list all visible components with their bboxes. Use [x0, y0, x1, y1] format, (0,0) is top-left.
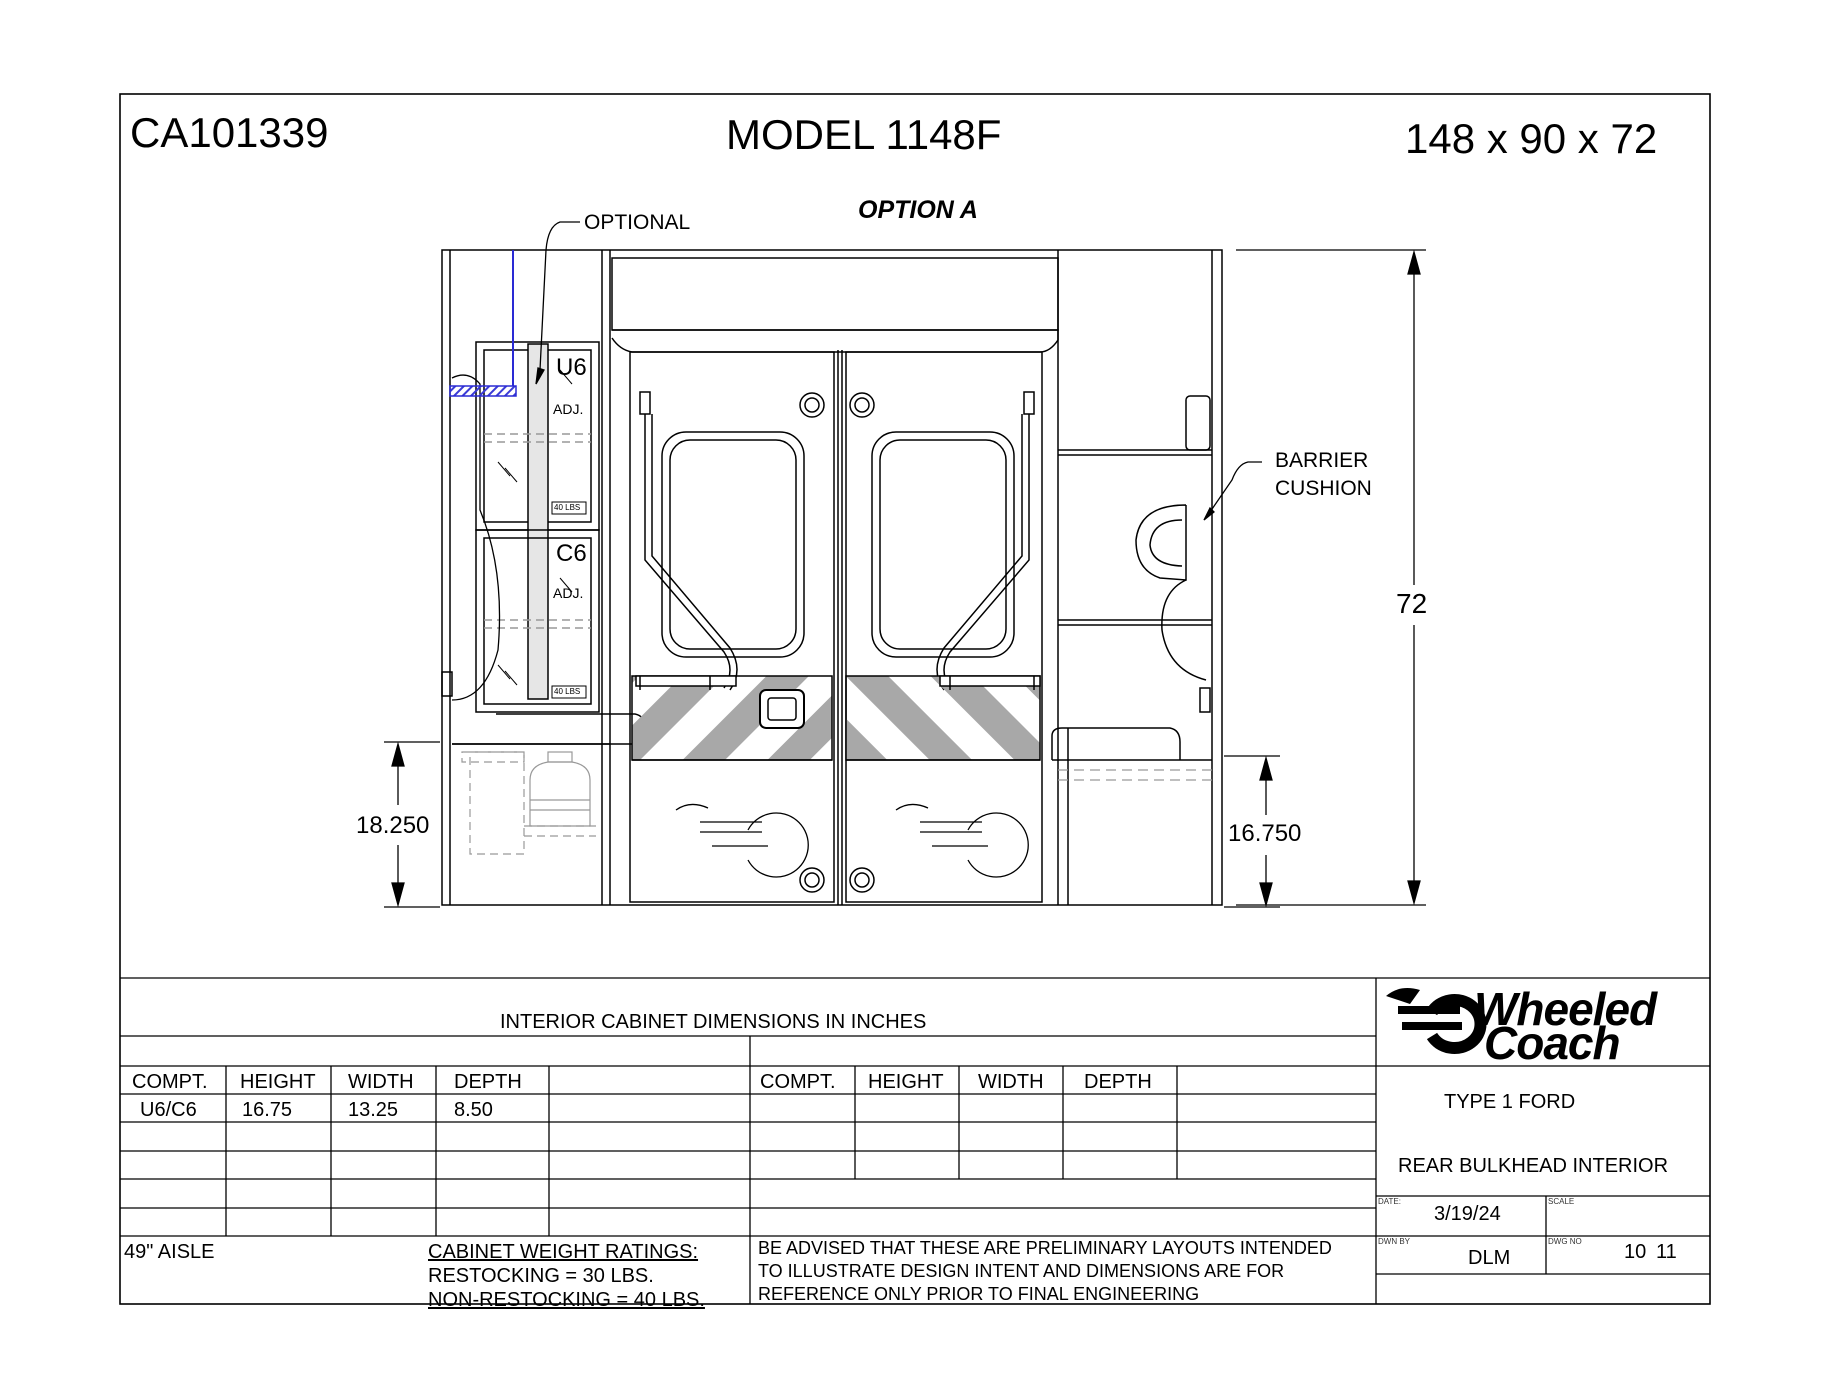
brand-line-2: Coach — [1484, 1017, 1621, 1069]
cabinet-label-u6: U6 — [556, 354, 587, 381]
date-label: DATE: — [1378, 1197, 1401, 1206]
cushion-callout: CUSHION — [1275, 477, 1372, 500]
wheeled-coach-logo-mark — [675, 803, 809, 878]
model-title: MODEL 1148F — [726, 111, 1002, 158]
lower-cabinet-c6 — [475, 529, 600, 713]
dimension-72: 72 — [1396, 588, 1428, 619]
row1-width: 13.25 — [348, 1099, 399, 1121]
left-header-width: WIDTH — [348, 1071, 414, 1093]
drawing-id: CA101339 — [130, 109, 329, 156]
wheeled-coach-logo-mark-right — [895, 803, 1029, 878]
overall-dimensions: 148 x 90 x 72 — [1405, 115, 1658, 162]
aisle-note: 49" AISLE — [124, 1241, 215, 1263]
date-value: 3/19/24 — [1434, 1203, 1501, 1225]
sheet-border — [119, 93, 1711, 1305]
optional-callout: OPTIONAL — [584, 211, 691, 234]
barrier-callout: BARRIER — [1275, 449, 1369, 472]
left-header-depth: DEPTH — [454, 1071, 522, 1093]
right-header-depth: DEPTH — [1084, 1071, 1152, 1093]
left-header-compt: COMPT. — [132, 1071, 208, 1093]
drawn-by-value: DLM — [1468, 1247, 1511, 1269]
table-grid — [120, 977, 1710, 1304]
adj-label-upper: ADJ. — [553, 401, 584, 417]
table-title: INTERIOR CABINET DIMENSIONS IN INCHES — [500, 1011, 927, 1033]
left-rear-door — [629, 351, 835, 903]
weight-ratings-title: CABINET WEIGHT RATINGS: — [428, 1241, 699, 1263]
drawn-by-label: DWN BY — [1378, 1237, 1410, 1246]
adj-label-lower: ADJ. — [553, 585, 584, 601]
advisory-line-2: TO ILLUSTRATE DESIGN INTENT AND DIMENSIO… — [758, 1261, 1285, 1281]
brand-line-1: Wheeled — [1474, 983, 1657, 1035]
cabinet-label-c6: C6 — [556, 540, 587, 567]
optional-grab-rail — [449, 250, 517, 397]
weight-tag-lower: 40 LBS — [554, 687, 581, 696]
vehicle-type: TYPE 1 FORD — [1444, 1091, 1576, 1113]
scale-label: SCALE — [1548, 1197, 1575, 1206]
weight-tag-upper: 40 LBS — [554, 503, 581, 512]
right-header-height: HEIGHT — [868, 1071, 944, 1093]
wheeled-coach-logo — [1386, 988, 1487, 1054]
leader-lines — [535, 221, 1262, 521]
right-rear-door — [845, 351, 1043, 903]
weight-restocking: RESTOCKING = 30 LBS. — [428, 1265, 654, 1287]
dimension-lines — [384, 249, 1426, 908]
sheet-of-total: 11 — [1656, 1241, 1677, 1263]
dimension-16-750: 16.750 — [1228, 820, 1302, 847]
weight-nonrestocking: NON-RESTOCKING = 40 LBS. — [428, 1289, 705, 1311]
right-header-width: WIDTH — [978, 1071, 1044, 1093]
right-header-compt: COMPT. — [760, 1071, 836, 1093]
advisory-line-1: BE ADVISED THAT THESE ARE PRELIMINARY LA… — [758, 1238, 1332, 1258]
barrier-cushion — [1135, 395, 1211, 681]
sheet-number: 10 — [1624, 1241, 1647, 1263]
option-label: OPTION A — [858, 196, 978, 224]
row1-depth: 8.50 — [454, 1099, 493, 1121]
view-title: REAR BULKHEAD INTERIOR — [1398, 1155, 1669, 1177]
row1-height: 16.75 — [242, 1099, 293, 1121]
row1-compt: U6/C6 — [140, 1099, 197, 1121]
dwg-no-label: DWG NO — [1548, 1237, 1582, 1246]
upper-cabinet-u6 — [475, 341, 600, 700]
advisory-line-3: REFERENCE ONLY PRIOR TO FINAL ENGINEERIN… — [758, 1284, 1200, 1304]
dimension-18-250: 18.250 — [356, 812, 430, 839]
left-header-height: HEIGHT — [240, 1071, 316, 1093]
bulkhead-elevation — [441, 249, 1223, 906]
